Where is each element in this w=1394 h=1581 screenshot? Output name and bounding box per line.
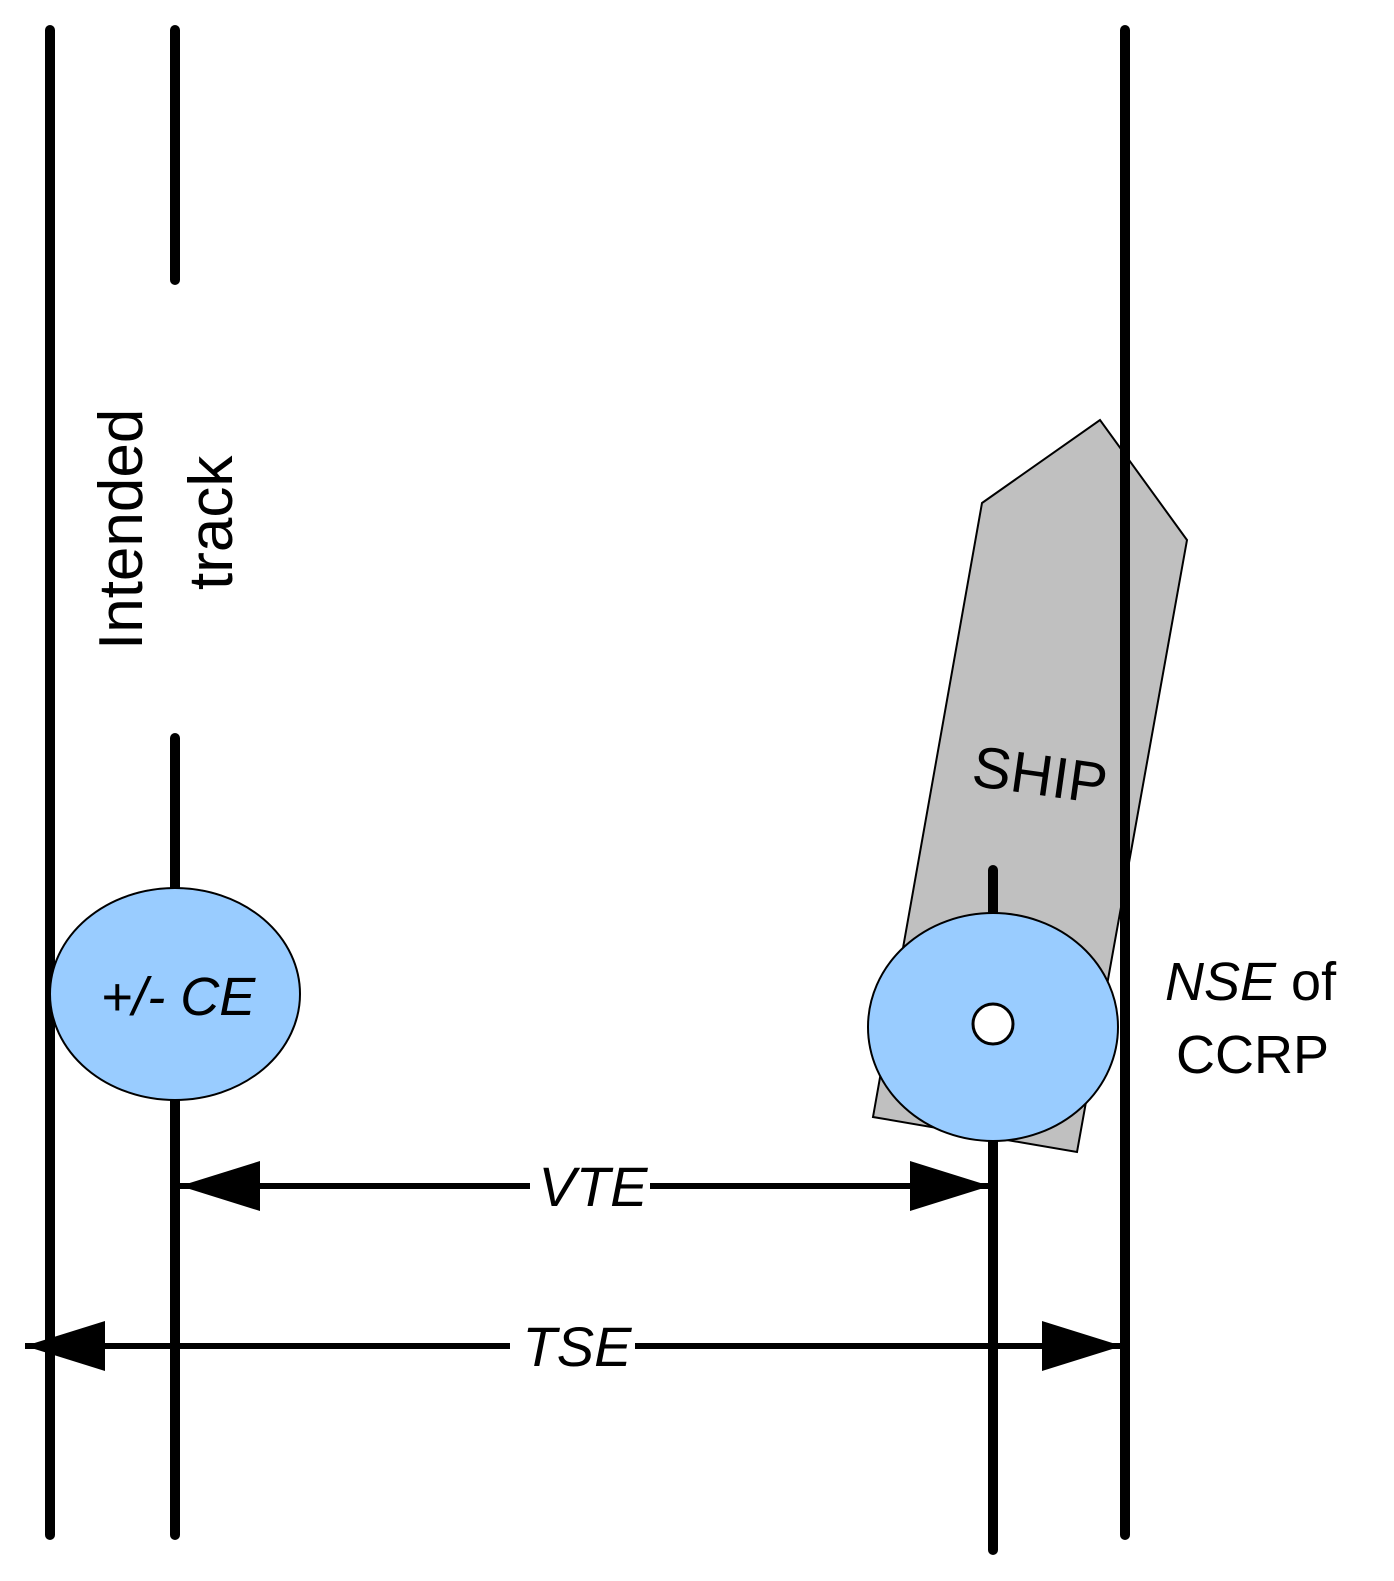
vte-label: VTE [539, 1155, 649, 1218]
tse-label: TSE [523, 1315, 633, 1378]
intended-label: Intended [87, 409, 156, 650]
track-label: track [177, 455, 246, 590]
nse-italic-text: NSE [1165, 952, 1277, 1012]
ce-label: +/- CE [101, 967, 257, 1027]
ce-ellipse [49, 887, 301, 1101]
nse-label: NSE of [1165, 952, 1337, 1012]
ccrp-label: CCRP [1176, 1025, 1329, 1085]
nse-of-text: of [1276, 952, 1337, 1012]
ccrp-point-icon [971, 1002, 1015, 1046]
